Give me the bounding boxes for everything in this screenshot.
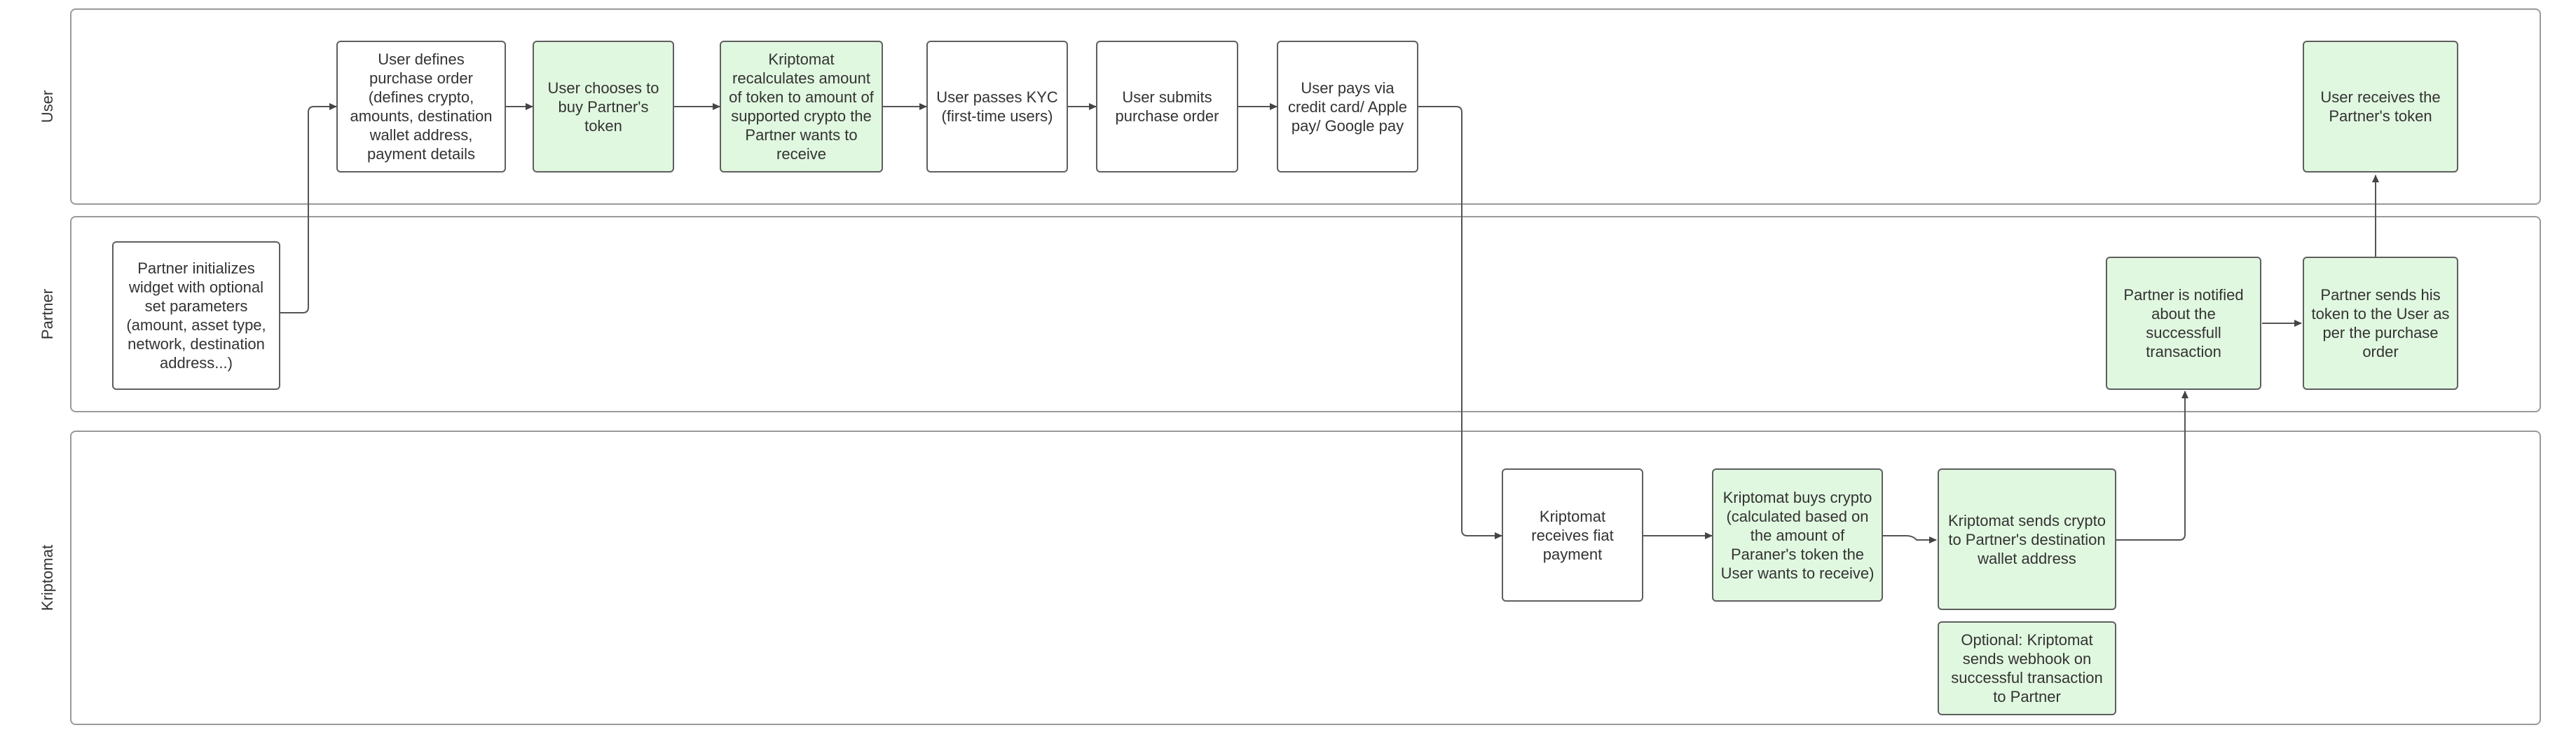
node-user-defines-order[interactable]: User defines purchase order (defines cry… [336, 41, 506, 173]
lane-kriptomat [70, 431, 2541, 725]
connector-pay-to-fiat [1418, 106, 1502, 539]
node-user-passes-kyc[interactable]: User passes KYC (first-time users) [926, 41, 1068, 173]
node-partner-notified[interactable]: Partner is notified about the successful… [2106, 257, 2261, 390]
node-kriptomat-sends-crypto[interactable]: Kriptomat sends crypto to Partner's dest… [1938, 468, 2116, 610]
node-kriptomat-receives-fiat[interactable]: Kriptomat receives fiat payment [1502, 468, 1643, 602]
node-partner-initializes-widget[interactable]: Partner initializes widget with optional… [112, 241, 280, 390]
node-kriptomat-buys-crypto[interactable]: Kriptomat buys crypto (calculated based … [1712, 468, 1883, 602]
node-user-pays[interactable]: User pays via credit card/ Apple pay/ Go… [1277, 41, 1418, 173]
node-kriptomat-recalculates[interactable]: Kriptomat recalculates amount of token t… [720, 41, 883, 173]
node-user-receives-token[interactable]: User receives the Partner's token [2303, 41, 2458, 173]
connector-buy-to-send [1883, 535, 1937, 543]
connector-init-to-define [280, 103, 337, 313]
connector-send-to-notified [2116, 391, 2188, 541]
node-optional-webhook[interactable]: Optional: Kriptomat sends webhook on suc… [1938, 621, 2116, 715]
node-partner-sends-token[interactable]: Partner sends his token to the User as p… [2303, 257, 2458, 390]
node-user-submits-order[interactable]: User submits purchase order [1096, 41, 1238, 173]
node-user-chooses-token[interactable]: User chooses to buy Partner's token [533, 41, 674, 173]
